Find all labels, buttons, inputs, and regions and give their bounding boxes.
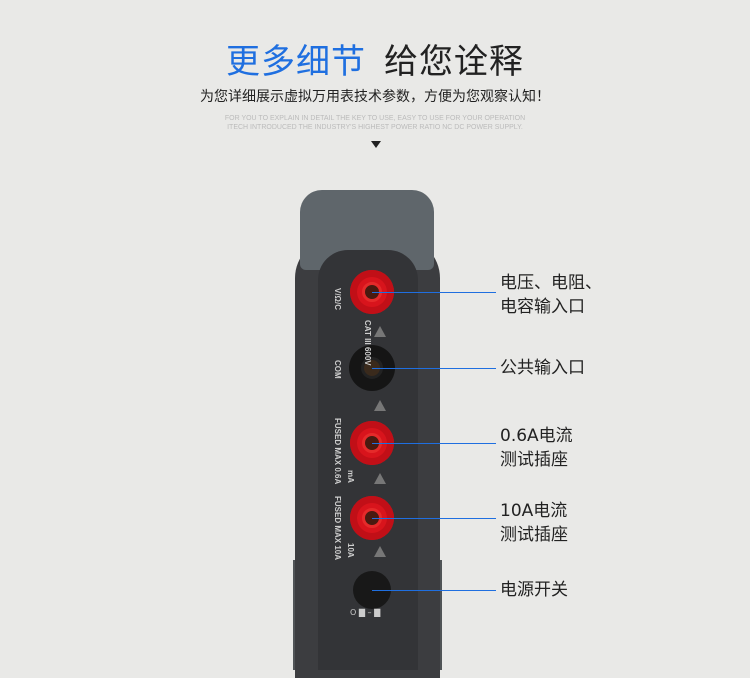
warning-icon — [374, 326, 386, 337]
warning-icon — [374, 400, 386, 411]
com-label: COM — [333, 360, 342, 379]
10a-label: 10A — [346, 543, 355, 558]
10a-fuse-label: FUSED MAX 10A — [333, 496, 342, 561]
down-arrow-icon — [371, 141, 381, 148]
callout-line — [372, 518, 496, 519]
callout-ma: 0.6A电流测试插座 — [500, 426, 573, 470]
callout-line — [372, 292, 496, 293]
subtitle: 为您详细展示虚拟万用表技术参数，方便为您观察认知！ — [200, 89, 550, 105]
callout-10a: 10A电流测试插座 — [500, 501, 568, 545]
english-line-1: FOR YOU TO EXPLAIN IN DETAIL THE KEY TO … — [224, 115, 526, 122]
warning-icon — [374, 473, 386, 484]
page-title: 更多细节给您诠释 — [226, 42, 524, 82]
ma-fuse-label: FUSED MAX 0.6A — [333, 418, 342, 485]
english-line-2: ITECH INTRODUCED THE INDUSTRY'S HIGHEST … — [227, 124, 523, 131]
callout-line — [372, 590, 496, 591]
ma-label: mA — [346, 470, 355, 483]
cat-label: CAT III 600V — [363, 320, 372, 366]
callout-line — [372, 443, 496, 444]
callout-line — [372, 368, 496, 369]
callout-power: 电源开关 — [500, 580, 568, 600]
callout-common: 公共输入口 — [500, 358, 585, 378]
power-symbols: O ▇ – ▇ — [350, 608, 381, 617]
v-ohm-label: V/Ω/C — [333, 288, 342, 310]
warning-icon — [374, 546, 386, 557]
callout-voltage: 电压、电阻、电容输入口 — [500, 273, 602, 317]
